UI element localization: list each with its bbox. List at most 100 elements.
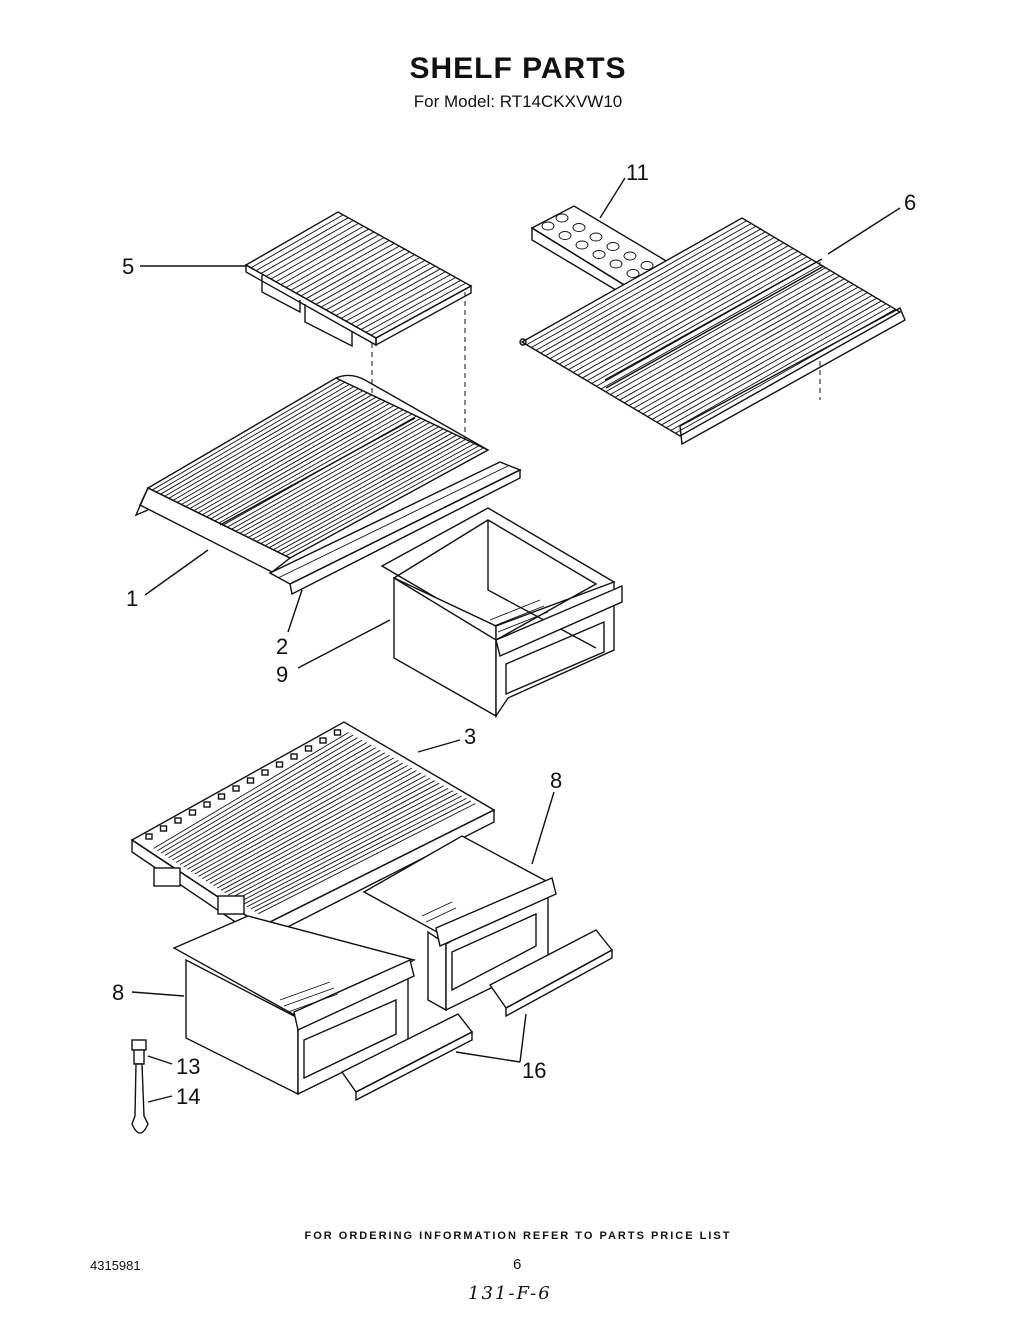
callout-1: 1 <box>126 586 138 611</box>
wire-rib <box>281 445 480 555</box>
wire-rib <box>577 250 798 376</box>
wire-rib <box>181 394 372 505</box>
vent-slot <box>188 809 197 816</box>
wire-rib <box>605 267 826 393</box>
wire-rib <box>320 254 415 308</box>
part-14-rod <box>131 1063 149 1134</box>
ice-cup <box>606 242 620 251</box>
wire-rib <box>624 278 845 404</box>
wire-rib <box>355 274 451 328</box>
wire-rib <box>558 239 780 365</box>
callout-9: 9 <box>276 662 288 687</box>
wire-rib <box>600 264 822 390</box>
wire-rib <box>619 275 840 401</box>
wire-rib <box>255 217 349 272</box>
ice-cup <box>541 221 555 231</box>
wire-rib <box>572 248 794 373</box>
wire-rib <box>277 443 475 553</box>
ice-cup <box>558 231 572 240</box>
ice-cup <box>575 240 589 250</box>
document-number: 4315981 <box>90 1258 141 1273</box>
callout-3: 3 <box>464 724 476 749</box>
wire-rib <box>270 225 364 280</box>
wire-rib <box>220 777 431 891</box>
wire-rib <box>370 282 467 336</box>
model-subtitle: For Model: RT14CKXVW10 <box>413 92 623 111</box>
vent-slot <box>319 737 327 744</box>
wire-rib <box>172 744 372 861</box>
part-5-small-shelf <box>244 211 473 348</box>
wire-rib <box>285 447 484 557</box>
wire-rib <box>168 742 367 859</box>
wire-rib <box>160 383 350 495</box>
wire-rib <box>194 760 399 875</box>
wire-rib <box>235 422 431 532</box>
wire-rib <box>554 236 775 362</box>
part-6-wire-shelf <box>519 217 906 446</box>
wire-rib <box>260 220 354 274</box>
wire-rib <box>582 253 803 379</box>
part-3-crisper-cover <box>130 721 496 942</box>
wire-rib <box>656 297 877 423</box>
vent-slot <box>275 761 284 768</box>
wire-rib <box>227 417 422 528</box>
wire-rib <box>250 214 344 269</box>
wire-rib <box>164 386 355 497</box>
wire-rib <box>231 419 426 530</box>
wire-rib <box>661 300 882 426</box>
wire-rib <box>610 270 831 395</box>
wire-rib <box>265 222 359 277</box>
wire-rib <box>218 413 413 524</box>
part-13-clip <box>131 1039 147 1065</box>
wire-rib <box>183 752 386 868</box>
wire-rib <box>264 436 462 547</box>
vent-slot <box>333 729 342 736</box>
wire-rib <box>647 292 868 418</box>
vent-slot <box>159 825 168 832</box>
wire-rib <box>172 390 364 501</box>
handwritten-code: 131-F-6 <box>468 1283 552 1304</box>
wire-rib <box>340 265 436 319</box>
callout-8-right: 8 <box>550 768 562 793</box>
part-1-wire-shelf <box>134 374 490 573</box>
wire-rib <box>549 234 771 359</box>
wire-rib <box>206 407 399 518</box>
callout-6: 6 <box>904 190 916 215</box>
wire-rib <box>250 797 467 910</box>
wire-rib <box>365 279 461 333</box>
wire-rib <box>243 792 458 905</box>
wire-rib <box>670 306 891 431</box>
vent-slot <box>232 785 240 792</box>
callout-11: 11 <box>626 160 649 185</box>
part-8-crisper-drawer-right <box>362 835 557 1012</box>
wire-rib <box>258 803 476 915</box>
vent-slot <box>145 833 153 840</box>
wire-rib <box>239 790 454 903</box>
wire-rib <box>197 403 390 514</box>
wire-rib <box>179 749 381 866</box>
wire-rib <box>651 295 873 420</box>
ice-cup <box>572 223 586 232</box>
wire-rib <box>268 439 466 549</box>
wire-rib <box>235 787 449 901</box>
callout-2: 2 <box>276 634 288 659</box>
wire-rib <box>153 732 349 849</box>
wire-rib <box>628 281 850 406</box>
wire-rib <box>614 272 836 398</box>
callout-16: 16 <box>522 1058 546 1083</box>
wire-rib <box>205 767 413 882</box>
wire-rib <box>290 237 385 291</box>
vent-slot <box>217 793 226 800</box>
wire-rib <box>160 737 358 854</box>
wire-rib <box>540 228 761 354</box>
callout-8-left: 8 <box>112 980 124 1005</box>
part-9-crisper-drawer <box>380 507 623 719</box>
wire-rib <box>187 754 390 870</box>
wire-rib <box>202 405 395 516</box>
vent-slot <box>246 777 255 784</box>
wire-rib <box>273 441 471 551</box>
wire-rib <box>210 409 404 520</box>
wire-rib <box>531 223 752 348</box>
part-8-crisper-drawer-left <box>172 915 416 1096</box>
